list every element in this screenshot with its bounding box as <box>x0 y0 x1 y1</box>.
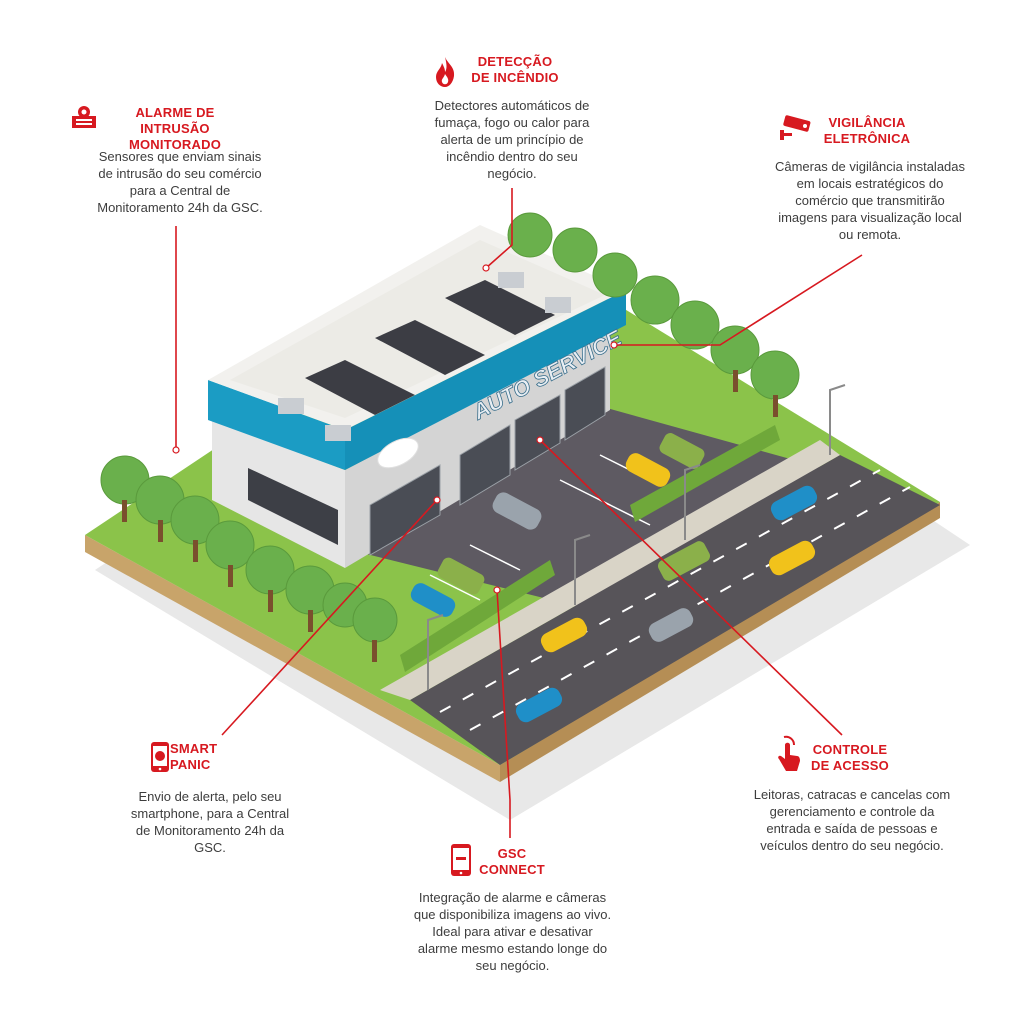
desc-line: ou remota. <box>838 227 902 242</box>
feature-title-cctv: VIGILÂNCIA ELETRÔNICA <box>812 115 922 147</box>
title-line: CONTROLE <box>812 742 888 757</box>
feature-desc-cctv: Câmeras de vigilância instaladas em loca… <box>740 158 1000 243</box>
desc-line: Envio de alerta, pelo seu <box>138 789 282 804</box>
skylights <box>305 280 555 415</box>
desc-line: Monitoramento 24h da GSC. <box>97 200 263 215</box>
feature-desc-connect: Integração de alarme e câmeras que dispo… <box>380 889 645 974</box>
feature-title-intrusion: ALARME DE INTRUSÃO MONITORADO <box>100 105 250 153</box>
callout-lines <box>175 188 863 838</box>
street-lights <box>427 384 846 690</box>
smartphone-app-icon <box>451 844 471 876</box>
desc-line: negócio. <box>487 166 537 181</box>
title-line: PANIC <box>170 757 211 772</box>
hedge-right <box>630 425 780 522</box>
title-line: VIGILÂNCIA <box>828 115 906 130</box>
shield-alarm-icon <box>72 106 96 128</box>
desc-line: em locais estratégicos do <box>796 176 944 191</box>
callout-line-fire <box>485 188 513 269</box>
desc-line: alerta de um princípio de <box>440 132 584 147</box>
roof-units <box>278 272 571 441</box>
security-camera-icon <box>780 115 811 140</box>
desc-line: entrada e saída de pessoas e <box>766 821 938 836</box>
tree-trunks <box>122 370 778 662</box>
title-line: MONITORADO <box>128 137 222 152</box>
desc-line: GSC. <box>194 840 226 855</box>
title-line: ALARME DE INTRUSÃO <box>135 105 215 136</box>
smartphone-panic-icon <box>151 742 169 772</box>
road <box>410 455 940 765</box>
feature-title-panic: SMART PANIC <box>170 741 240 773</box>
desc-line: Câmeras de vigilância instaladas <box>774 159 966 174</box>
desc-line: gerenciamento e controle da <box>769 804 935 819</box>
parking-lot <box>330 395 830 612</box>
desc-line: seu negócio. <box>475 958 550 973</box>
fascia-oval-logo <box>377 437 419 469</box>
feature-desc-fire: Detectores automáticos de fumaça, fogo o… <box>392 97 632 182</box>
feature-desc-access: Leitoras, catracas e cancelas com gerenc… <box>712 786 992 854</box>
feature-title-connect: GSC CONNECT <box>472 846 552 878</box>
desc-line: Integração de alarme e câmeras <box>418 890 607 905</box>
desc-line: Detectores automáticos de <box>434 98 590 113</box>
title-line: DETECÇÃO <box>477 54 553 69</box>
lane-marks <box>439 469 911 731</box>
desc-line: smartphone, para a Central <box>130 806 290 821</box>
cars <box>410 433 818 723</box>
callout-line-access <box>539 439 843 736</box>
feature-title-access: CONTROLE DE ACESSO <box>800 742 900 774</box>
roof-fascia-front <box>345 290 626 470</box>
flame-icon <box>436 57 455 87</box>
desc-line: comércio que transmitirão <box>795 193 945 208</box>
building-window-left <box>248 468 338 545</box>
title-line: GSC <box>497 846 527 861</box>
garage-doors <box>369 366 606 556</box>
desc-line: incêndio dentro do seu <box>446 149 578 164</box>
roof-fascia-left <box>208 380 345 470</box>
callout-line-connect <box>496 589 511 838</box>
desc-line: para a Central de <box>129 183 231 198</box>
sidewalk <box>380 440 840 700</box>
callout-line-panic <box>221 499 438 736</box>
desc-line: alarme mesmo estando longe do <box>417 941 608 956</box>
title-line: SMART <box>170 741 218 756</box>
title-line: ELETRÔNICA <box>823 131 911 146</box>
title-line: DE INCÊNDIO <box>471 70 559 85</box>
callout-line-cctv <box>614 254 863 346</box>
base-soil-right <box>500 502 940 782</box>
desc-line: imagens para visualização local <box>778 210 962 225</box>
feature-title-fire: DETECÇÃO DE INCÊNDIO <box>460 54 570 86</box>
hedge-front <box>400 560 555 672</box>
touch-hand-icon <box>778 735 800 771</box>
desc-line: Ideal para ativar e desativar <box>432 924 593 939</box>
title-line: DE ACESSO <box>811 758 889 773</box>
callout-dots <box>172 264 618 594</box>
feature-desc-panic: Envio de alerta, pelo seu smartphone, pa… <box>95 788 325 856</box>
feature-desc-intrusion: Sensores que enviam sinais de intrusão d… <box>60 148 300 216</box>
trees <box>100 212 800 643</box>
desc-line: de intrusão do seu comércio <box>98 166 262 181</box>
desc-line: que disponibiliza imagens ao vivo. <box>413 907 612 922</box>
desc-line: fumaça, fogo ou calor para <box>434 115 590 130</box>
title-line: CONNECT <box>479 862 545 877</box>
desc-line: veículos dentro do seu negócio. <box>760 838 944 853</box>
desc-line: Leitoras, catracas e cancelas com <box>753 787 951 802</box>
desc-line: de Monitoramento 24h da <box>135 823 285 838</box>
desc-line: Sensores que enviam sinais <box>98 149 262 164</box>
